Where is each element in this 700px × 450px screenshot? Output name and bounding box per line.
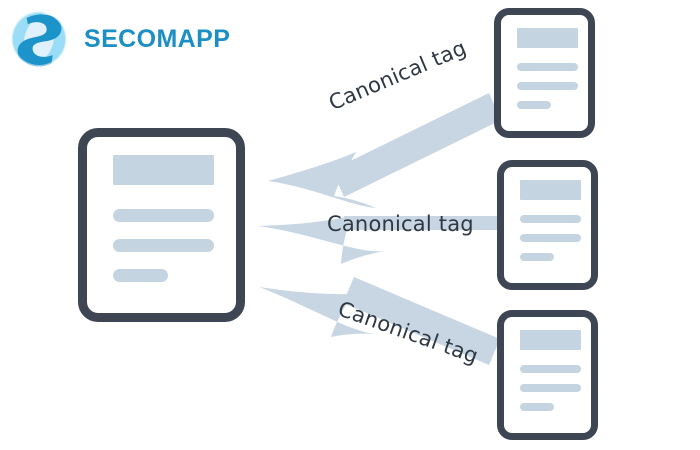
document-header-block [113,155,214,185]
brand-name: SECOMAPP [84,24,231,53]
duplicate-document-1 [494,8,595,138]
arrow-canonical-3 [259,277,500,365]
document-header-block [520,180,581,200]
secomapp-s-circle-logo-icon [11,11,67,67]
duplicate-document-3 [497,310,598,440]
document-text-line [520,403,554,411]
document-text-line [113,209,214,222]
document-text-line [520,215,581,223]
arrow-canonical-1 [268,93,501,208]
document-text-line [113,269,168,282]
brand-lockup: SECOMAPP [8,8,230,70]
document-text-line [517,63,578,71]
document-header-block [517,28,578,48]
arrow-label-canonical-tag-2: Canonical tag [327,212,474,236]
document-text-line [520,253,554,261]
canonical-document [78,128,245,322]
document-header-block [520,330,581,350]
duplicate-document-body [504,317,591,433]
document-text-line [517,82,578,90]
canonical-document-body [87,137,236,313]
document-text-line [520,384,581,392]
duplicate-document-body [504,167,591,283]
arrow-canonical-2 [258,216,499,264]
duplicate-document-2 [497,160,598,290]
document-text-line [520,365,581,373]
document-text-line [113,239,214,252]
duplicate-document-body [501,15,588,131]
document-text-line [520,234,581,242]
document-text-line [517,101,551,109]
